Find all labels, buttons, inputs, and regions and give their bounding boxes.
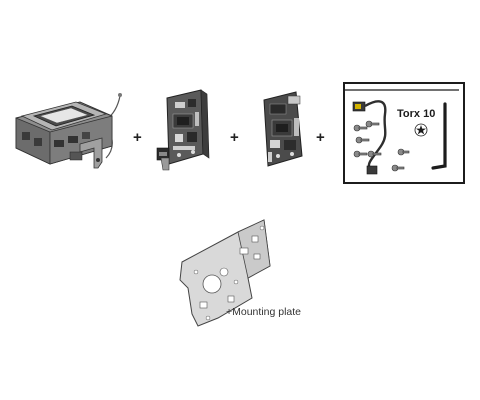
- plus-sign-2: +: [230, 129, 239, 146]
- mounting-plate-illustration: [179, 219, 271, 327]
- torx-10-label: Torx 10: [397, 108, 436, 120]
- accessory-kit-contents-illustration: [345, 89, 459, 175]
- card-reader-module-illustration: [15, 93, 122, 169]
- plus-sign-3: +: [316, 129, 325, 146]
- reader-circuit-board-illustration: [263, 91, 303, 167]
- controller-circuit-board-illustration: [156, 89, 210, 171]
- mounting-plate-label: +Mounting plate: [226, 306, 302, 318]
- plus-sign-1: +: [133, 129, 142, 146]
